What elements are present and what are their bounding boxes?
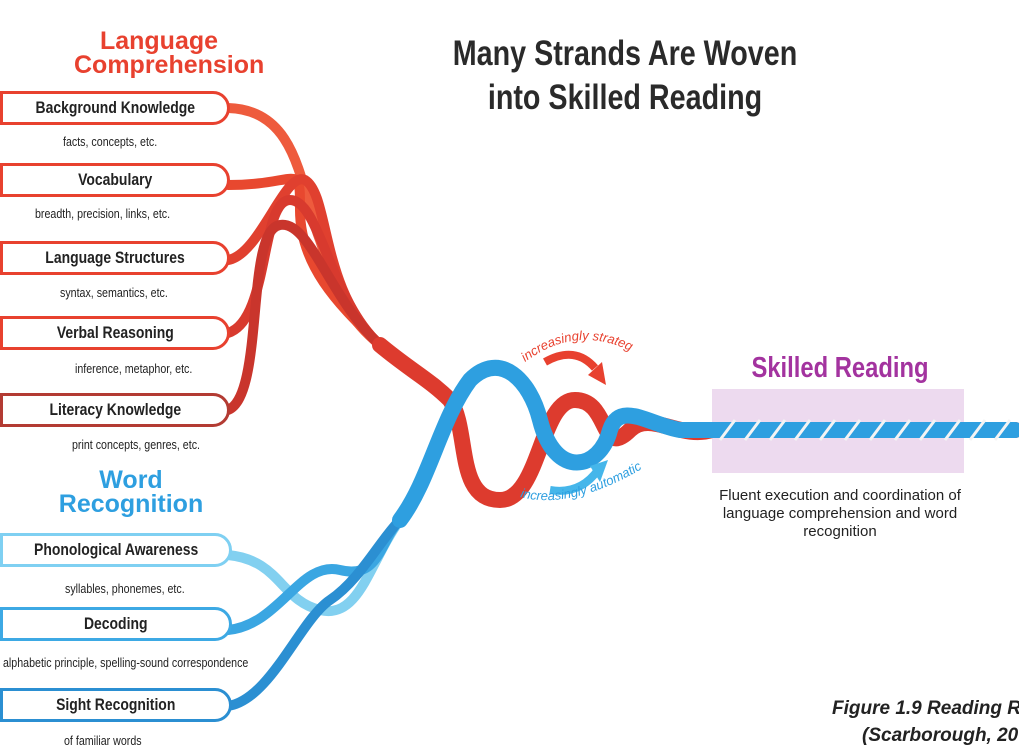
strand-sight-recognition (223, 515, 405, 711)
strategic-arrow (543, 350, 599, 371)
decoding-box: Decoding (0, 607, 232, 641)
background-knowledge-desc: facts, concepts, etc. (63, 134, 158, 149)
language-comprehension-heading: Language Comprehension (74, 27, 265, 79)
page-title: Many Strands Are Woven into Skilled Read… (452, 34, 798, 117)
rope-twist-marks (718, 419, 1012, 441)
blue-rope (392, 359, 1019, 528)
phonological-awareness-box: Phonological Awareness (0, 533, 232, 567)
figure-caption-line2: (Scarborough, 200 (862, 725, 1019, 746)
strategic-arrowhead (588, 362, 606, 385)
literacy-knowledge-desc: print concepts, genres, etc. (72, 437, 200, 452)
figure-caption-line1: Figure 1.9 Reading Ro (832, 698, 1019, 719)
language-structures-box: Language Structures (0, 241, 230, 275)
sight-recognition-desc: of familiar words (64, 733, 142, 748)
word-strands (223, 359, 1019, 711)
decoding-desc: alphabetic principle, spelling-sound cor… (3, 655, 249, 670)
strand-literacy-knowledge (223, 219, 385, 415)
skilled-reading-title: Skilled Reading (751, 352, 929, 384)
automatic-arrowhead (590, 460, 608, 482)
verbal-reasoning-desc: inference, metaphor, etc. (75, 361, 193, 376)
phonological-awareness-desc: syllables, phonemes, etc. (65, 581, 185, 596)
vocabulary-box: Vocabulary (0, 163, 230, 197)
literacy-knowledge-box: Literacy Knowledge (0, 393, 230, 427)
word-recognition-heading: Word Recognition (58, 466, 204, 518)
vocabulary-desc: breadth, precision, links, etc. (35, 206, 171, 221)
verbal-reasoning-box: Verbal Reasoning (0, 316, 230, 350)
skilled-reading-description: Fluent execution and coordination of lan… (719, 487, 961, 540)
sight-recognition-box: Sight Recognition (0, 688, 232, 722)
language-structures-desc: syntax, semantics, etc. (60, 285, 168, 300)
automatic-arrow (549, 467, 602, 495)
background-knowledge-box: Background Knowledge (0, 91, 230, 125)
